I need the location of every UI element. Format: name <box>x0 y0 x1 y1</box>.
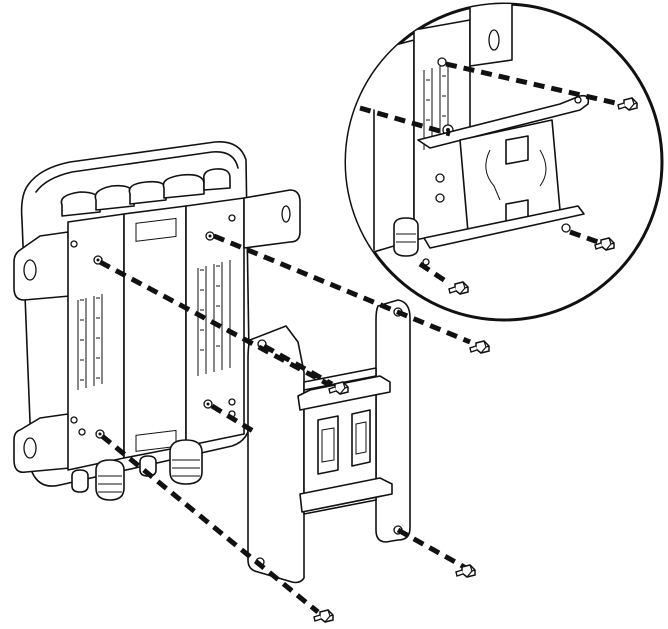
mounting-bracket <box>247 299 411 584</box>
access-point-enclosure <box>13 141 301 501</box>
screw-insertion-guides <box>98 233 471 614</box>
magnifier-callout-icon <box>344 2 664 322</box>
screw-icon <box>469 340 490 354</box>
screw-icon <box>455 564 476 578</box>
